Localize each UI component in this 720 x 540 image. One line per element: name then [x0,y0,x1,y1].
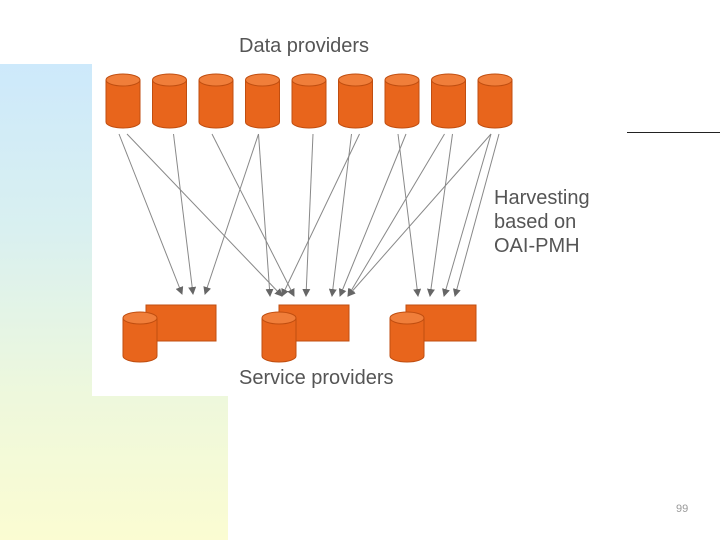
data-provider-cylinder [245,73,280,129]
data-provider-cylinder [198,73,234,129]
data-provider-cylinders [105,73,513,129]
harvest-arrow [211,133,295,297]
data-provider-cylinder [431,73,466,129]
data-providers-label: Data providers [239,35,370,57]
service-provider-cylinder [122,311,158,363]
harvest-arrow [442,133,492,297]
harvest-arrow [281,133,360,297]
service-provider-cylinders [122,311,425,363]
harvest-arrow [347,133,492,297]
harvest-arrow [452,133,500,297]
service-provider-cylinder [389,311,425,363]
harvest-arrow [173,133,197,295]
harvest-arrow [397,133,422,297]
data-provider-cylinder [338,73,373,129]
service-providers-label: Service providers [239,367,394,389]
data-provider-cylinder [105,73,141,129]
page-number: 99 [676,503,689,515]
harvest-arrows [118,133,500,297]
harvesting-note-line: Harvesting [494,187,590,209]
harvesting-note-line: based on [494,211,577,233]
harvest-arrow [203,133,259,295]
data-provider-cylinder [384,73,420,129]
harvest-arrow [338,133,407,297]
harvesting-note: Harvesting based on OAI-PMH [494,186,590,258]
harvest-arrow [328,133,352,297]
data-provider-cylinder [152,73,187,129]
data-provider-cylinder [291,73,327,129]
harvest-arrow [126,133,283,297]
harvest-arrow [302,133,314,297]
harvesting-note-line: OAI-PMH [494,235,580,257]
data-provider-cylinder [477,73,513,129]
harvest-arrow [258,133,274,297]
harvest-arrow [118,133,184,295]
harvest-arrow [347,133,445,297]
service-provider-boxes [145,304,477,342]
service-provider-cylinder [261,311,297,363]
horizontal-rule [627,132,720,133]
harvest-arrow [427,133,453,297]
